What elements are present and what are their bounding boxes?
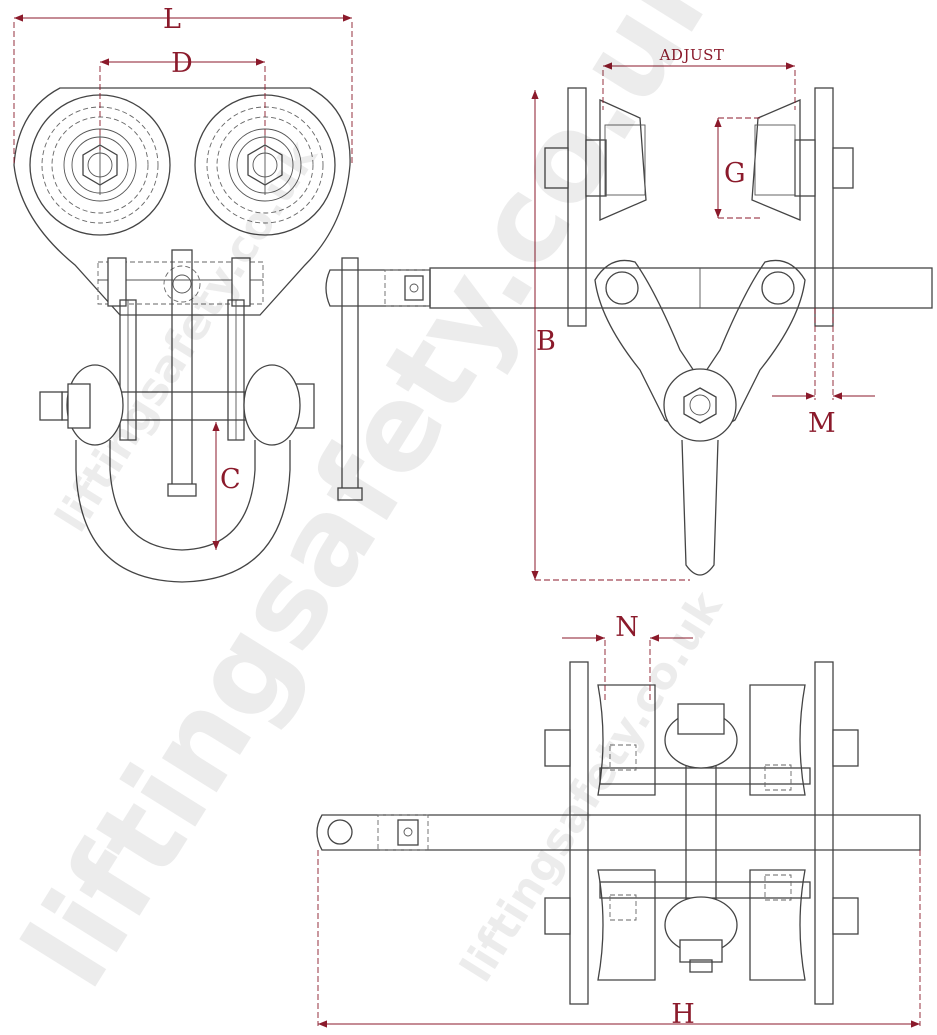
side-view: L D C — [13, 4, 353, 583]
label-adjust: ADJUST — [659, 46, 725, 64]
watermark: liftingsafety.co.uk liftingsafety.co.uk … — [0, 0, 753, 1010]
label-N: N — [615, 612, 639, 643]
front-view: ADJUST G B M — [429, 46, 933, 581]
label-M: M — [808, 408, 836, 439]
label-B: B — [536, 326, 556, 357]
label-L: L — [163, 4, 181, 35]
label-G: G — [724, 158, 746, 189]
handle-side-view — [325, 257, 431, 501]
plan-view: N H — [316, 612, 921, 1030]
label-C: C — [220, 464, 241, 495]
label-H: H — [671, 999, 695, 1030]
watermark-large: liftingsafety.co.uk — [0, 0, 753, 1010]
label-D: D — [171, 48, 193, 79]
